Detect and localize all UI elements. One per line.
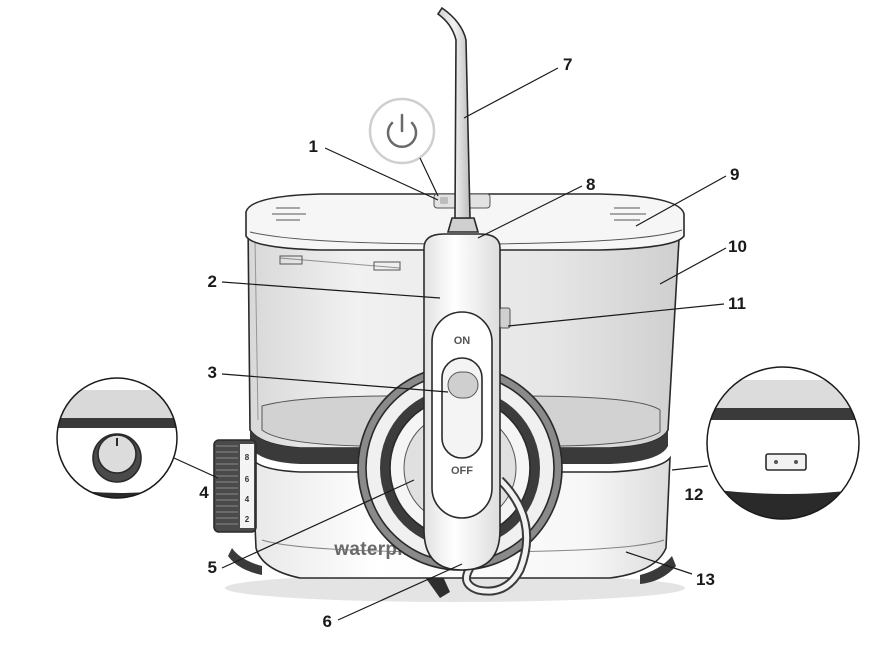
switch-off-label: OFF [451,465,473,477]
callout-numbers: 1 2 3 4 5 6 7 8 9 10 11 12 13 [199,55,747,631]
dial-number-4: 4 [245,495,250,504]
leader-1 [324,147,439,201]
callout-7: 7 [563,55,572,74]
left-inset [56,377,219,499]
callout-3: 3 [208,363,217,382]
callout-6: 6 [323,612,332,631]
power-icon-inset [368,97,439,197]
dial-number-6: 6 [245,475,250,484]
switch-on-label: ON [454,335,471,347]
callout-10: 10 [728,237,747,256]
callout-5: 5 [208,558,217,577]
right-inset [671,366,860,520]
dial-number-2: 2 [245,515,250,524]
callout-4: 4 [199,483,209,502]
leader-6 [337,563,463,621]
leader-2 [221,281,441,299]
tip-eject-button[interactable] [499,307,511,329]
leader-11 [507,303,725,327]
leader-lines [221,67,727,621]
callout-8: 8 [586,175,595,194]
leader-5 [221,479,415,569]
leader-8 [477,185,583,239]
lid-vent-left [272,207,306,221]
callout-2: 2 [208,272,217,291]
hose [461,476,532,596]
lid-vent-right [610,207,646,221]
flosser-tip [436,6,480,233]
handle[interactable]: ON OFF [423,233,511,571]
callout-1: 1 [309,137,318,156]
leader-10 [659,247,727,285]
callout-12: 12 [685,485,704,504]
callout-9: 9 [730,165,739,184]
power-icon [386,113,418,149]
pressure-dial[interactable]: 8 6 4 2 [213,439,257,533]
rear-connector [765,453,807,471]
leader-13 [625,551,693,575]
leader-7 [463,67,559,119]
leader-9 [635,175,727,227]
callout-11: 11 [728,294,746,313]
leader-3 [221,373,449,393]
dial-ridges [216,445,238,525]
power-button[interactable] [440,197,448,204]
dial-number-8: 8 [245,453,250,462]
callout-13: 13 [696,570,715,589]
